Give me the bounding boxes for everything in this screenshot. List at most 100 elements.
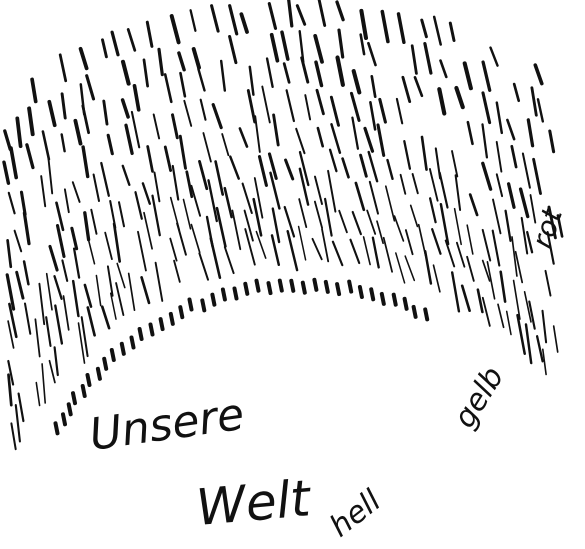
hatch-stroke bbox=[382, 12, 388, 42]
hatch-stroke bbox=[126, 125, 132, 153]
hatch-stroke bbox=[506, 211, 511, 241]
hatch-stroke bbox=[119, 202, 124, 226]
hatch-stroke bbox=[199, 253, 208, 279]
hatch-stroke bbox=[245, 211, 253, 241]
edge-mark bbox=[69, 404, 71, 414]
hatch-stroke bbox=[191, 10, 196, 31]
hatch-stroke bbox=[116, 283, 123, 315]
hatch-stroke bbox=[260, 157, 267, 186]
hatch-stroke bbox=[439, 89, 444, 113]
hatch-stroke bbox=[367, 211, 375, 234]
hatch-stroke bbox=[230, 37, 236, 63]
hatch-stroke bbox=[88, 308, 95, 336]
hatch-stroke bbox=[328, 171, 335, 212]
hatch-stroke bbox=[269, 4, 275, 29]
hatch-stroke bbox=[419, 225, 426, 256]
hatch-stroke bbox=[470, 195, 477, 215]
hatch-stroke bbox=[9, 193, 15, 214]
edge-mark bbox=[235, 289, 237, 299]
hatch-stroke bbox=[364, 237, 371, 265]
hatch-stroke bbox=[432, 229, 440, 254]
edge-mark bbox=[405, 299, 407, 309]
hatch-stroke bbox=[123, 166, 130, 185]
hatch-stroke bbox=[352, 93, 360, 120]
hatch-stroke bbox=[15, 231, 22, 252]
hatch-stroke bbox=[135, 86, 139, 110]
hatch-stroke bbox=[300, 169, 308, 205]
edge-mark bbox=[245, 284, 247, 294]
edge-mark bbox=[98, 369, 100, 379]
hatch-stroke bbox=[74, 249, 79, 278]
hatch-stroke bbox=[17, 272, 23, 298]
hatch-stroke bbox=[143, 183, 150, 203]
hatch-stroke bbox=[46, 317, 50, 346]
hatch-stroke bbox=[361, 11, 366, 38]
hatch-stroke bbox=[170, 239, 176, 261]
hatch-stroke bbox=[203, 133, 211, 162]
hatch-stroke bbox=[315, 177, 322, 204]
hatch-stroke bbox=[356, 183, 364, 210]
hatch-stroke bbox=[441, 61, 447, 77]
hatch-stroke bbox=[8, 240, 11, 266]
hatch-stroke bbox=[55, 306, 62, 344]
hatch-stroke bbox=[222, 134, 228, 155]
hatch-stroke bbox=[401, 175, 406, 194]
hatch-stroke bbox=[194, 49, 199, 68]
hatch-stroke bbox=[29, 108, 33, 134]
hatch-stroke bbox=[422, 20, 427, 37]
hatch-stroke bbox=[352, 118, 358, 149]
hatch-stroke bbox=[406, 230, 413, 254]
hatch-stroke bbox=[232, 211, 240, 250]
hatch-stroke bbox=[373, 238, 379, 268]
hatch-stroke bbox=[117, 264, 125, 288]
hatch-stroke bbox=[200, 161, 207, 188]
hatch-stroke bbox=[62, 135, 65, 152]
hatch-stroke bbox=[554, 326, 558, 352]
hatch-stroke bbox=[456, 175, 461, 210]
hatch-stroke bbox=[123, 100, 129, 117]
hatch-stroke bbox=[250, 67, 254, 95]
hatch-stroke bbox=[72, 228, 77, 248]
hatch-stroke bbox=[287, 90, 294, 121]
hatch-stroke bbox=[386, 186, 395, 221]
hatch-stroke bbox=[75, 121, 80, 144]
hatch-stroke bbox=[430, 169, 438, 201]
hatch-stroke bbox=[114, 224, 120, 262]
hatch-stroke bbox=[465, 63, 471, 88]
hatch-stroke bbox=[299, 227, 306, 260]
hatch-stroke bbox=[241, 14, 247, 32]
hatch-stroke bbox=[377, 221, 383, 243]
hatch-stroke bbox=[128, 29, 135, 50]
hatch-stroke bbox=[380, 99, 386, 122]
hatch-stroke bbox=[315, 202, 322, 228]
hatch-stroke bbox=[191, 225, 199, 253]
edge-mark bbox=[140, 329, 142, 339]
hatch-stroke bbox=[22, 192, 26, 214]
hatch-stroke bbox=[411, 205, 418, 226]
hatch-stroke bbox=[267, 59, 273, 87]
hatch-stroke bbox=[330, 150, 336, 171]
hatch-stroke bbox=[230, 157, 238, 179]
hatch-stroke bbox=[25, 304, 30, 334]
edge-mark bbox=[425, 309, 427, 319]
hatch-stroke bbox=[73, 281, 78, 316]
hatch-stroke bbox=[81, 84, 84, 114]
hatch-stroke bbox=[55, 347, 58, 375]
band-label-hell: hell bbox=[323, 483, 388, 544]
hatch-stroke bbox=[405, 256, 414, 280]
hatch-stroke bbox=[318, 128, 323, 146]
hatch-stroke bbox=[546, 271, 551, 296]
hatch-stroke bbox=[397, 99, 402, 123]
hatch-stroke bbox=[452, 273, 459, 312]
hatch-stroke bbox=[436, 148, 440, 178]
hatch-stroke bbox=[243, 184, 252, 213]
hatch-stroke bbox=[81, 49, 87, 69]
hatch-stroke bbox=[333, 242, 342, 265]
hatch-stroke bbox=[172, 16, 179, 42]
hatch-stroke bbox=[412, 46, 416, 74]
hatch-stroke bbox=[42, 364, 45, 403]
hatch-stroke bbox=[88, 239, 94, 264]
hatch-stroke bbox=[85, 213, 89, 240]
hatch-stroke bbox=[313, 239, 322, 259]
